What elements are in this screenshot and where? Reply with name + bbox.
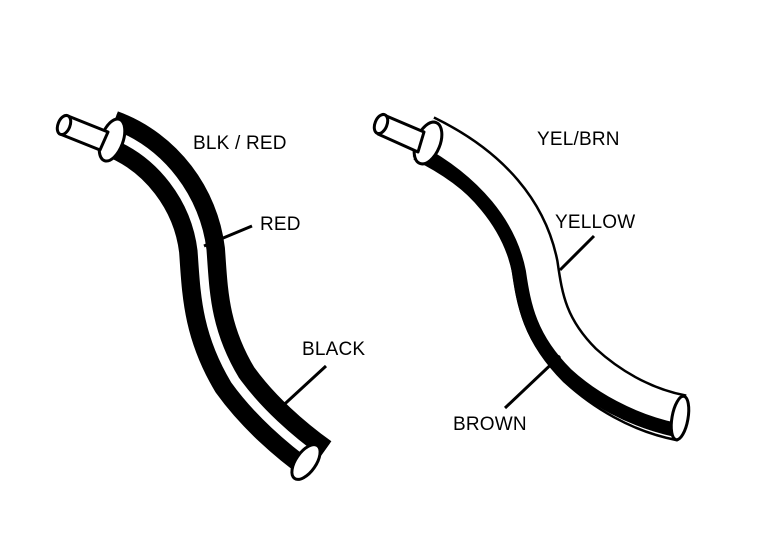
wire-yel-brn-conductor	[372, 112, 426, 154]
wire-blk-red-black-insulation	[102, 113, 331, 478]
label-black: BLACK	[302, 339, 365, 360]
wire-yel-brn-brown-stripe	[412, 143, 678, 437]
brown-leader-line	[503, 354, 562, 410]
black-leader-line	[274, 364, 328, 414]
wire-blk-red-end-face	[290, 443, 322, 481]
wire-blk-red-conductor	[55, 113, 110, 152]
wire-yel-brn-end-face	[669, 394, 691, 442]
label-brown: BROWN	[453, 414, 527, 435]
label-red: RED	[260, 214, 301, 235]
label-yellow: YELLOW	[555, 212, 635, 233]
wire-blk-red-red-stripe	[108, 128, 321, 464]
title-blk-red: BLK / RED	[193, 133, 287, 154]
wire-yel-brn	[372, 112, 691, 442]
red-leader-line	[203, 224, 253, 248]
wire-blk-red	[55, 111, 332, 481]
yellow-leader-line	[558, 234, 596, 272]
wire-yel-brn-yellow-insulation	[414, 118, 687, 440]
title-yel-brn: YEL/BRN	[537, 129, 620, 150]
